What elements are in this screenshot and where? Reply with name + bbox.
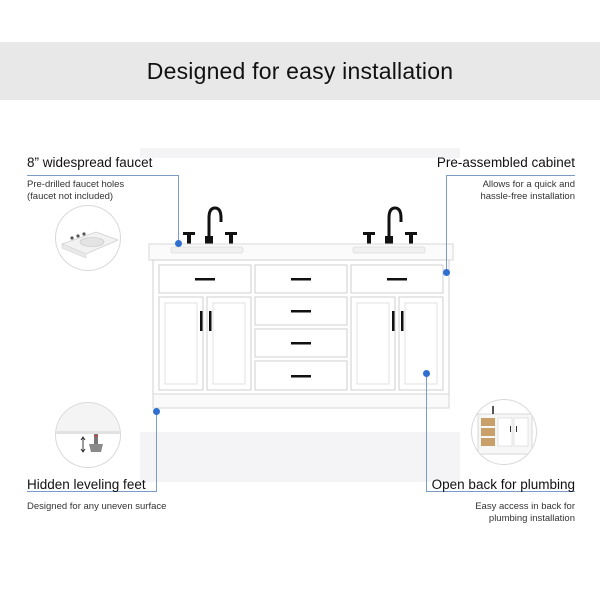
cabinet-back-icon: [477, 406, 533, 455]
faucet-feature-desc-1: Pre-drilled faucet holes: [27, 179, 125, 190]
background-band-top: [140, 148, 460, 158]
cabinet-feature-desc-1: Allows for a quick and: [482, 179, 575, 190]
cabinet-leader-line-v: [446, 175, 447, 273]
background-band-bottom: [140, 432, 460, 482]
cabinet-hotspot-dot: [443, 269, 450, 276]
sink-basin-icon: [60, 231, 120, 259]
plumbing-feature-desc-2: plumbing installation: [488, 513, 575, 524]
cabinet-leader-line-h: [446, 175, 575, 176]
leveling-foot-icon: [56, 403, 120, 453]
feet-feature-desc-1: Designed for any uneven surface: [27, 501, 167, 512]
feet-leader-line-v: [156, 411, 157, 491]
plumbing-thumb: [472, 400, 536, 464]
left-faucet-icon: [183, 206, 237, 245]
feet-thumb: [56, 403, 120, 467]
cabinet-feature-desc-2: hassle-free installation: [480, 191, 575, 202]
header-banner: Designed for easy installation: [0, 42, 600, 100]
vanity-illustration: [148, 206, 454, 409]
faucet-leader-line-v: [178, 175, 179, 243]
faucet-thumb: [56, 206, 120, 270]
faucet-hotspot-dot: [175, 240, 182, 247]
feet-leader-line-h: [27, 491, 157, 492]
feet-feature-title: Hidden leveling feet: [27, 477, 146, 492]
faucet-feature-title: 8” widespread faucet: [27, 155, 153, 170]
feet-hotspot-dot: [153, 408, 160, 415]
plumbing-leader-line-v: [426, 374, 427, 491]
plumbing-feature-title: Open back for plumbing: [431, 477, 575, 492]
faucet-feature-desc-2: (faucet not included): [27, 191, 114, 202]
banner-title: Designed for easy installation: [146, 58, 454, 84]
plumbing-leader-line-h: [426, 491, 575, 492]
cabinet-feature-title: Pre-assembled cabinet: [436, 155, 575, 170]
right-faucet-icon: [363, 206, 417, 245]
faucet-leader-line-h: [27, 175, 178, 176]
plumbing-feature-desc-1: Easy access in back for: [475, 501, 575, 512]
plumbing-hotspot-dot: [423, 370, 430, 377]
